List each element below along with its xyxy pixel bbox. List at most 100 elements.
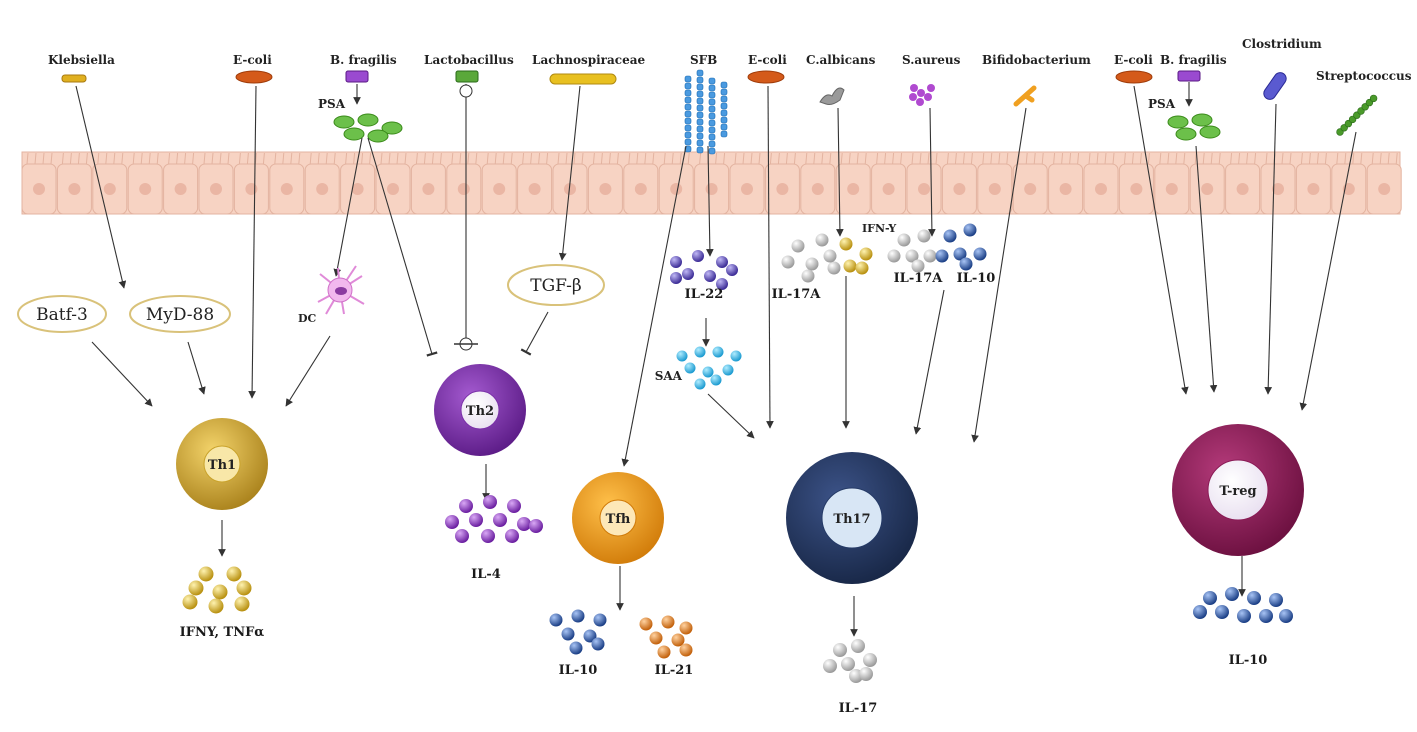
il10-particle	[1269, 593, 1283, 607]
sfb-segment	[684, 89, 692, 97]
microvillus	[1316, 152, 1319, 165]
microvillus	[176, 152, 179, 165]
microvillus	[1352, 152, 1355, 165]
il17a-particle	[887, 249, 901, 263]
microvillus	[333, 152, 336, 165]
epithelial-nucleus	[741, 183, 753, 195]
microvillus	[380, 152, 383, 165]
microvillus	[1308, 152, 1311, 165]
microvillus	[1167, 152, 1170, 165]
microvillus	[628, 152, 631, 165]
il17a-particle	[791, 239, 805, 253]
il22-particle	[716, 278, 728, 290]
microvillus	[530, 152, 533, 165]
sfb-segment	[720, 123, 728, 131]
psa-molecules	[333, 113, 403, 143]
microvillus	[77, 152, 80, 165]
bacteria-label: Lachnospiraceae	[532, 53, 645, 67]
microvillus	[404, 152, 407, 165]
il10-particle	[973, 247, 987, 261]
psa-molecule	[1199, 125, 1221, 139]
microvillus	[1077, 152, 1080, 165]
microvillus	[290, 152, 293, 165]
psa-molecule	[1191, 113, 1213, 127]
il4-particle	[483, 495, 497, 509]
sfb-segment	[708, 112, 716, 120]
il22-particle	[682, 268, 694, 280]
sfb-segment	[696, 146, 704, 154]
il17-particle	[863, 653, 877, 667]
ifny-particle	[855, 261, 869, 275]
microvillus	[282, 152, 285, 165]
microvillus	[439, 152, 442, 165]
microvillus	[353, 152, 356, 165]
microvillus	[900, 152, 903, 165]
microvillus	[840, 152, 843, 165]
il10-particle	[943, 229, 957, 243]
microvillus	[451, 152, 454, 165]
psa-molecules	[1167, 113, 1221, 141]
epithelial-nucleus	[1095, 183, 1107, 195]
psa-label: PSA	[318, 97, 346, 111]
microvillus	[361, 152, 364, 165]
sfb-segment	[720, 88, 728, 96]
saa-particle	[710, 374, 722, 386]
microvillus	[565, 152, 568, 165]
tfh-cell: Tfh	[572, 472, 664, 564]
microvillus	[848, 152, 851, 165]
il10-particle	[1193, 605, 1207, 619]
microvillus	[274, 152, 277, 165]
th17-cytokine-label: IL-17	[839, 701, 878, 716]
psa-molecule	[1175, 127, 1197, 141]
sfb-segment	[708, 105, 716, 113]
epithelial-nucleus	[1236, 183, 1249, 195]
myd88-oval: MyD-88	[129, 295, 231, 333]
il21-particle	[639, 617, 653, 631]
microvillus	[998, 152, 1001, 165]
sfb-segment	[684, 103, 692, 111]
sfb-segment	[708, 91, 716, 99]
microvillus	[538, 152, 541, 165]
microvillus	[50, 152, 53, 165]
microvillus	[954, 152, 957, 165]
microvillus	[140, 152, 143, 165]
microvillus	[785, 152, 788, 165]
microvillus	[829, 152, 832, 165]
microvillus	[1131, 152, 1134, 165]
bacteria-label: Lactobacillus	[424, 53, 514, 67]
microvillus	[219, 152, 222, 165]
microvillus	[546, 152, 549, 165]
microvillus	[573, 152, 576, 165]
microvillus	[1300, 152, 1303, 165]
th1-cell: Th1	[176, 418, 268, 510]
sfb-segment	[696, 83, 704, 91]
epithelial-nucleus	[670, 183, 683, 195]
epithelial-nucleus	[1024, 183, 1037, 195]
microvillus	[821, 152, 824, 165]
microvillus	[1344, 152, 1347, 165]
microvillus	[148, 152, 151, 165]
microvillus	[298, 152, 301, 165]
sfb-segment	[684, 138, 692, 146]
microvillus	[510, 152, 513, 165]
microvillus	[502, 152, 505, 165]
microvillus	[758, 152, 761, 165]
epithelial-nucleus	[351, 183, 364, 195]
microvillus	[616, 152, 619, 165]
microvillus	[1183, 152, 1186, 165]
sfb-segment	[696, 125, 704, 133]
microvillus	[262, 152, 265, 165]
bacteria-label: S.aureus	[902, 53, 961, 67]
microvillus	[699, 152, 702, 165]
microvillus	[1218, 152, 1221, 165]
microvillus	[1175, 152, 1178, 165]
il17a-particle	[781, 255, 795, 269]
il17-particle	[851, 639, 865, 653]
microvillus	[1265, 152, 1268, 165]
saa-particle	[712, 346, 724, 358]
microvillus	[1112, 152, 1115, 165]
sfb-segment	[720, 81, 728, 89]
il22-particle	[692, 250, 704, 262]
microvillus	[1006, 152, 1009, 165]
ecoli-icon	[747, 70, 785, 84]
